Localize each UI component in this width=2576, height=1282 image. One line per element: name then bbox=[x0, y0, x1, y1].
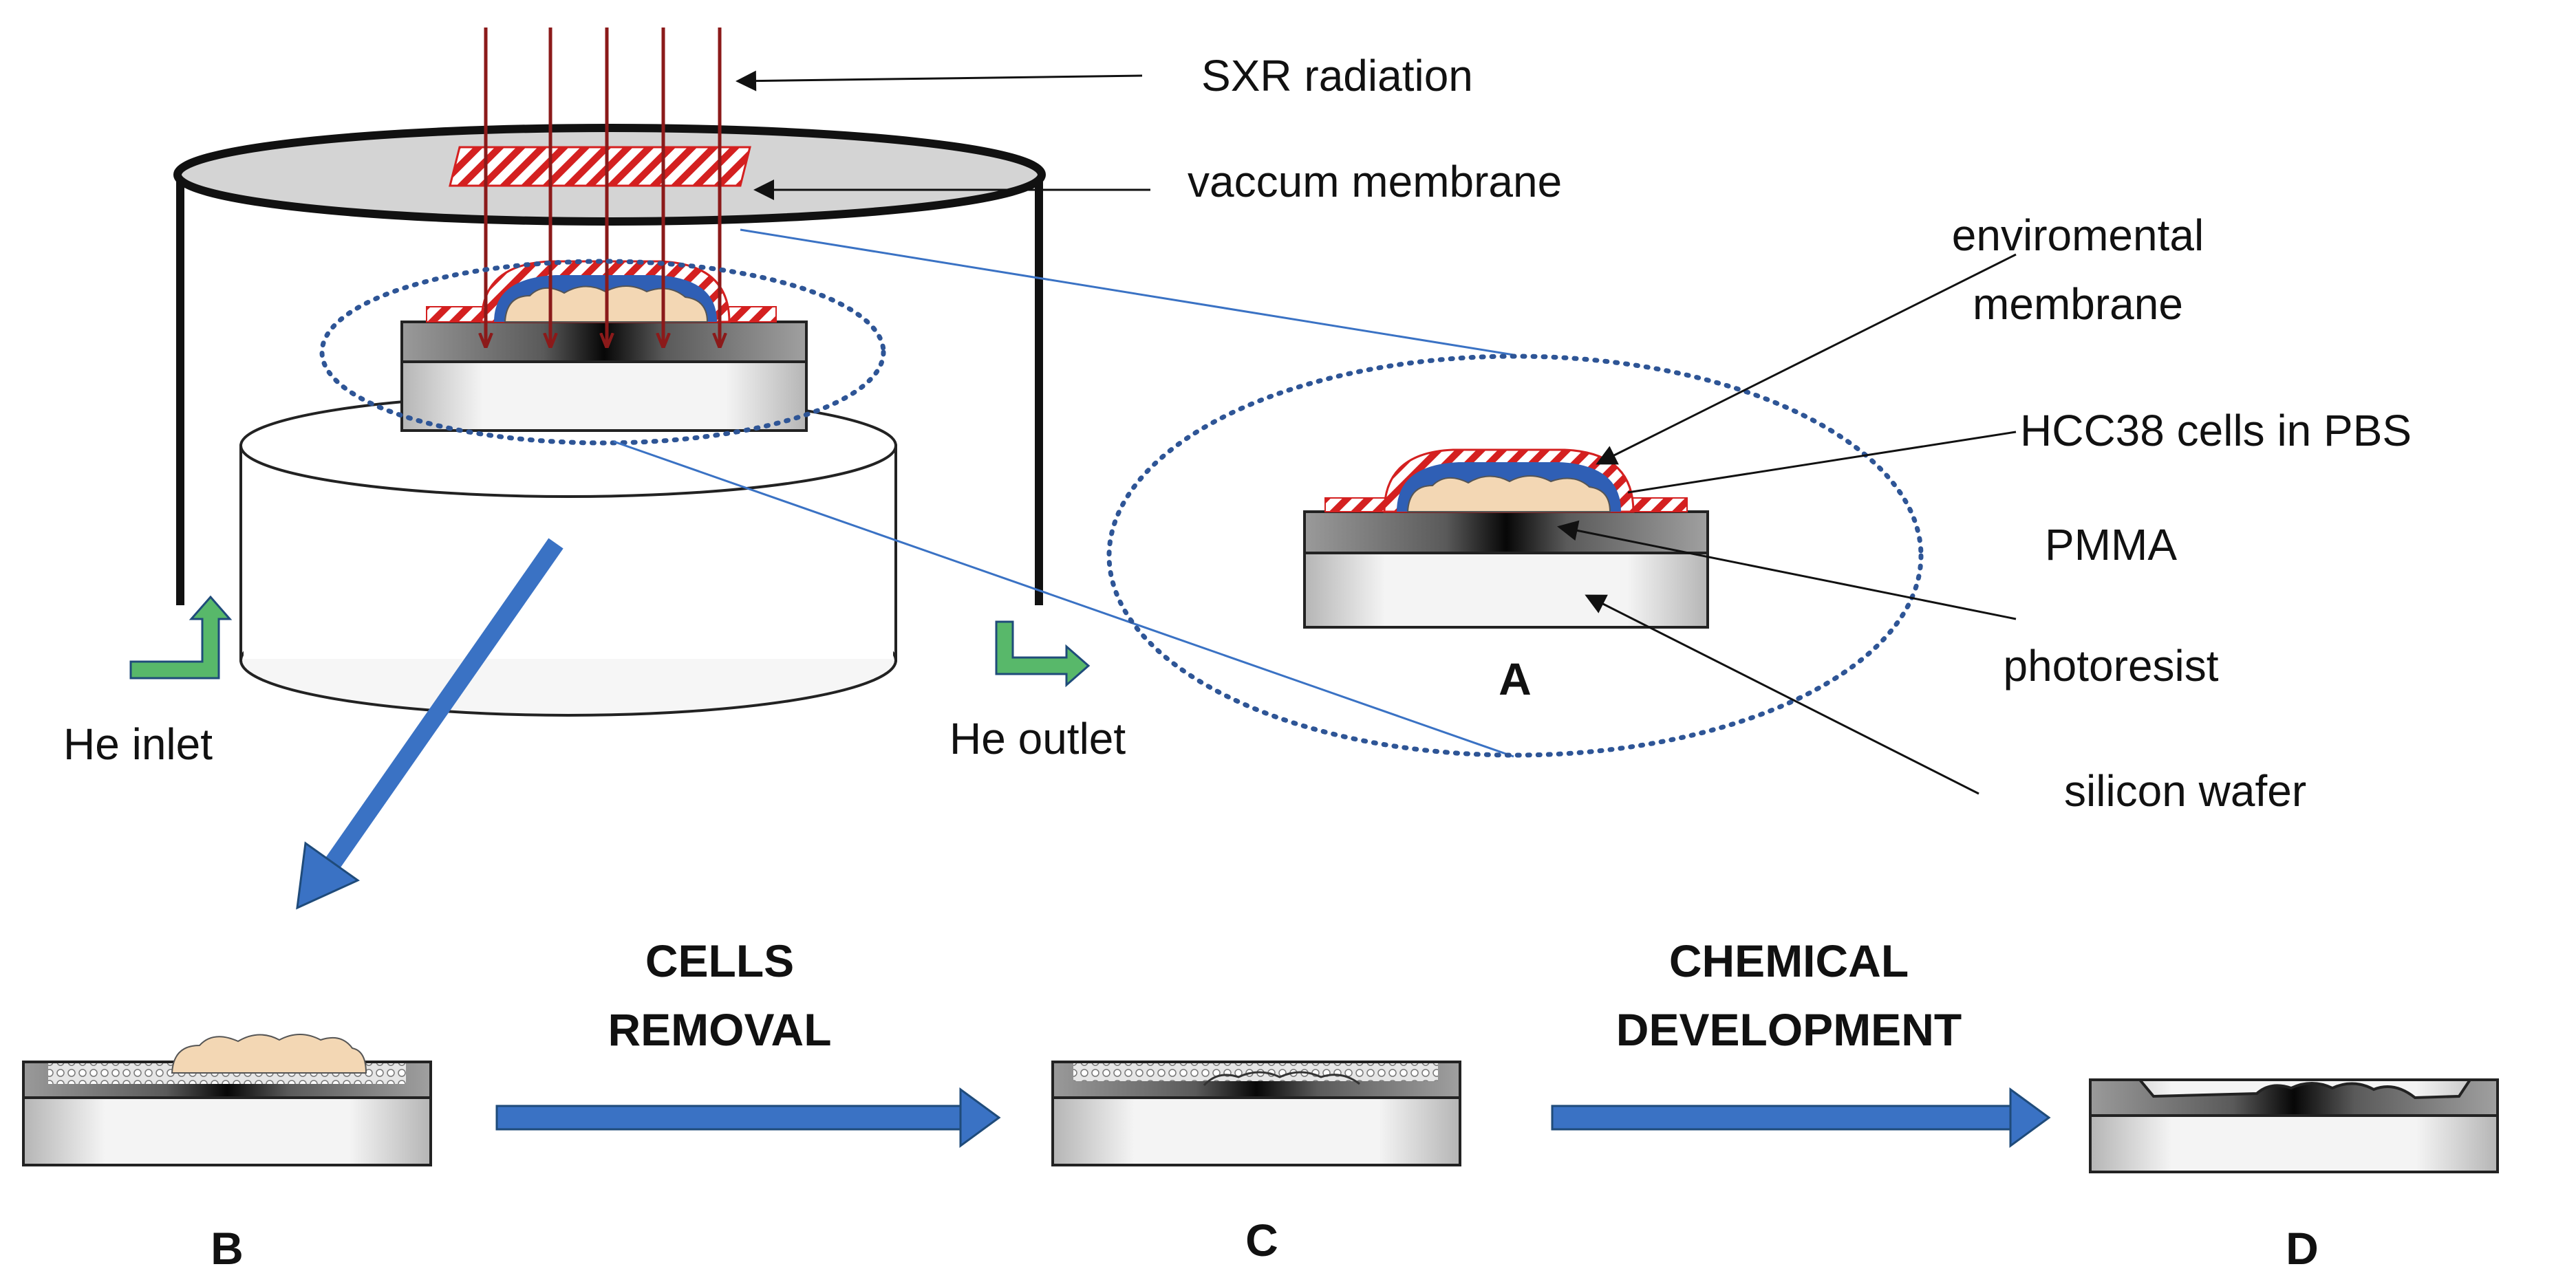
sxr-rays bbox=[486, 28, 720, 347]
zoom-line-lower bbox=[613, 440, 1514, 758]
label-vaccum-membrane: vaccum membrane bbox=[1188, 157, 1562, 206]
sample-d bbox=[2089, 1078, 2499, 1173]
label-enviromental-membrane-line1: enviromental bbox=[1952, 210, 2204, 260]
stage-to-b-arrow bbox=[296, 538, 564, 910]
chemical-development-arrow bbox=[1551, 1087, 2051, 1148]
vaccum-membrane-window bbox=[449, 146, 751, 187]
panel-label-b: B bbox=[211, 1223, 244, 1274]
sample-stage bbox=[239, 393, 897, 717]
magnify-source-ellipse bbox=[319, 259, 886, 446]
he-outlet-arrow bbox=[995, 620, 1091, 688]
detail-a: A bbox=[1106, 354, 1924, 758]
magnify-detail-ellipse bbox=[1106, 354, 1924, 758]
label-chemical-development-line1: CHEMICAL bbox=[1669, 935, 1909, 986]
label-cells-removal-line1: CELLS bbox=[645, 935, 794, 986]
zoom-line-upper bbox=[740, 228, 1514, 356]
he-inlet-arrow bbox=[129, 595, 233, 680]
label-silicon-wafer: silicon wafer bbox=[2064, 766, 2306, 816]
label-he-inlet: He inlet bbox=[63, 719, 213, 769]
label-pmma-line1: PMMA bbox=[2045, 520, 2177, 569]
cells-removal-arrow bbox=[495, 1087, 1001, 1148]
label-chemical-development-line2: DEVELOPMENT bbox=[1616, 1004, 1962, 1055]
chamber-sample bbox=[400, 260, 808, 432]
label-enviromental-membrane-line2: membrane bbox=[1973, 279, 2183, 329]
label-sxr-radiation: SXR radiation bbox=[1201, 51, 1473, 100]
panel-label-c: C bbox=[1245, 1215, 1278, 1265]
panel-label-a: A bbox=[1499, 653, 1532, 704]
label-hcc38-cells: HCC38 cells in PBS bbox=[2020, 406, 2412, 455]
vacuum-chamber bbox=[129, 28, 1091, 717]
sample-b bbox=[22, 1034, 432, 1166]
sample-c bbox=[1051, 1061, 1461, 1166]
label-cells-removal-line2: REMOVAL bbox=[608, 1004, 831, 1055]
label-pmma-line2: photoresist bbox=[2003, 641, 2218, 691]
label-he-outlet: He outlet bbox=[949, 714, 1126, 763]
label-pointers bbox=[736, 70, 2017, 795]
panel-label-d: D bbox=[2286, 1223, 2319, 1274]
